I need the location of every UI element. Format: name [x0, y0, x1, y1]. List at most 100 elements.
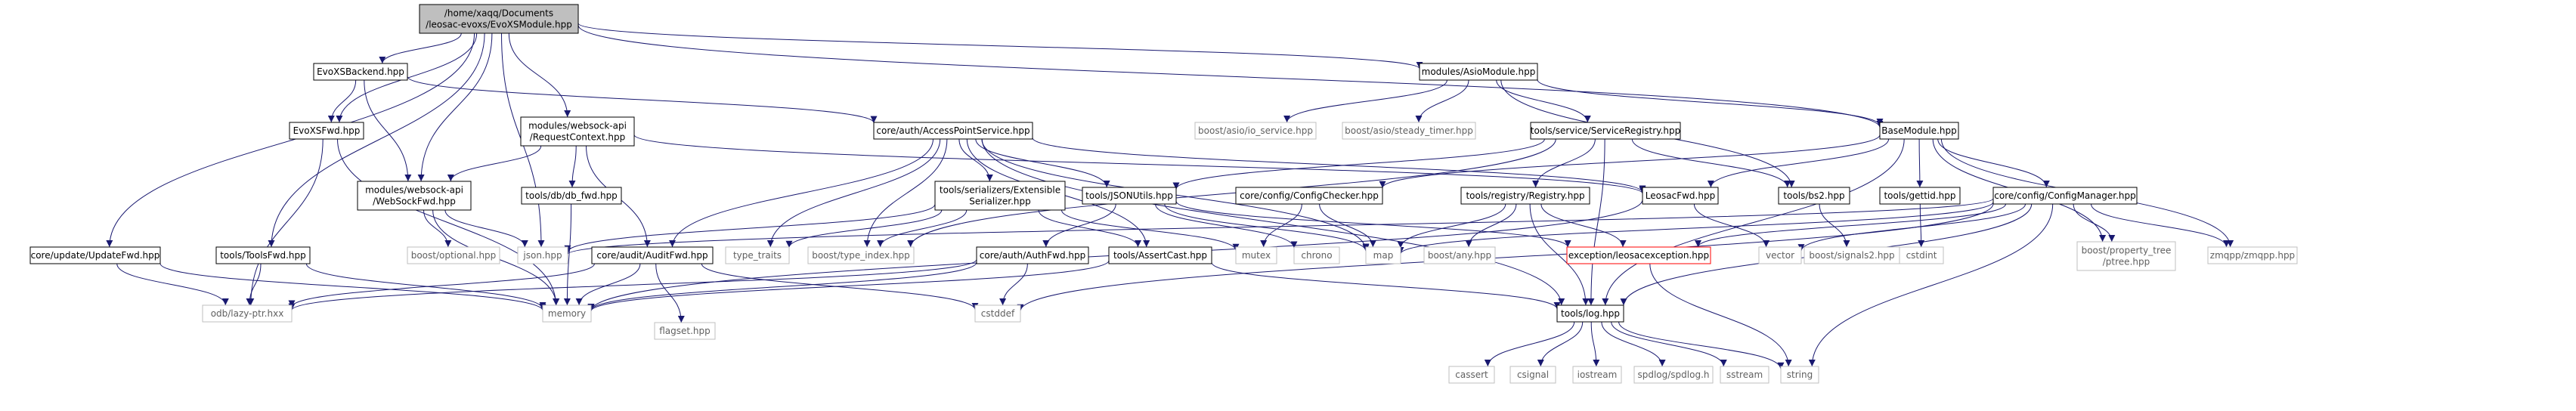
node-label: tools/AssertCast.hpp	[1113, 250, 1207, 261]
node-gettid[interactable]: tools/gettid.hpp	[1879, 187, 1961, 205]
edge-authfwd-to-cstddef	[999, 263, 1028, 306]
node-asiomodule[interactable]: modules/AsioModule.hpp	[1419, 63, 1538, 81]
node-label: tools/log.hpp	[1561, 308, 1620, 319]
node-label: tools/service/ServiceRegistry.hpp	[1531, 125, 1680, 136]
node-auditfwd[interactable]: core/audit/AuditFwd.hpp	[591, 246, 714, 264]
node-label: tools/registry/Registry.hpp	[1466, 190, 1584, 201]
node-label: EvoXSFwd.hpp	[293, 125, 361, 136]
edge-updatefwd-to-memory	[159, 263, 546, 311]
edge-auditfwd-to-odb_lazy_ptr	[288, 263, 595, 307]
node-box	[725, 246, 790, 264]
edge-dbfwd-to-memory	[563, 203, 572, 306]
node-label: vector	[1766, 250, 1794, 261]
node-assertcast[interactable]: tools/AssertCast.hpp	[1108, 246, 1212, 264]
node-configmanager[interactable]: core/config/ConfigManager.hpp	[1992, 187, 2138, 205]
edge-root-to-evoxsbackend	[379, 32, 462, 64]
edge-log-to-iostream	[1590, 321, 1600, 367]
node-websockfwd[interactable]: modules/websock-api/WebSockFwd.hpp	[357, 181, 472, 211]
node-configchecker[interactable]: core/config/ConfigChecker.hpp	[1235, 187, 1383, 205]
node-label: cstddef	[981, 308, 1015, 319]
node-box	[1365, 246, 1401, 264]
edge-jsonutils-to-leosacexception	[1175, 201, 1571, 248]
node-boost_io_service: boost/asio/io_service.hpp	[1194, 122, 1317, 140]
node-box	[313, 63, 408, 81]
node-box	[1194, 122, 1317, 140]
node-basemodule[interactable]: BaseModule.hpp	[1879, 122, 1959, 140]
node-toolsfwd[interactable]: tools/ToolsFwd.hpp	[215, 246, 311, 264]
node-label: modules/websock-api	[365, 185, 463, 196]
node-serviceregistry[interactable]: tools/service/ServiceRegistry.hpp	[1530, 122, 1681, 140]
node-bs2[interactable]: tools/bs2.hpp	[1778, 187, 1850, 205]
edge-extensibleserializer-to-type_traits	[785, 209, 943, 248]
node-box	[1992, 187, 2138, 205]
node-box	[419, 4, 579, 34]
node-box	[1235, 246, 1277, 264]
edge-extensibleserializer-to-boost_type_index	[877, 209, 968, 248]
edge-requestcontext-to-leosacfwd	[633, 134, 1646, 194]
edge-configmanager-to-zmqpp	[2091, 203, 2230, 248]
node-evoxsfwd[interactable]: EvoXSFwd.hpp	[289, 122, 364, 140]
node-flagset: flagset.hpp	[654, 322, 716, 340]
edge-accesspointservice-to-jsonutils	[975, 138, 1110, 188]
node-boost_type_index: boost/type_index.hpp	[807, 246, 915, 264]
node-root[interactable]: /home/xaqq/Documents/leosac-evoxs/EvoXSM…	[419, 4, 579, 34]
node-log[interactable]: tools/log.hpp	[1556, 304, 1624, 323]
edge-accesspointservice-to-extensibleserializer	[958, 138, 993, 182]
node-label: core/config/ConfigManager.hpp	[1994, 190, 2135, 201]
node-box	[1879, 122, 1959, 140]
node-leosacfwd[interactable]: LeosacFwd.hpp	[1642, 187, 1719, 205]
edge-evoxsfwd-to-odb_lazy_ptr	[247, 138, 324, 306]
node-leosacexception[interactable]: exception/leosacexception.hpp	[1566, 246, 1711, 264]
node-spdlog: spdlog/spdlog.h	[1633, 366, 1714, 384]
node-label: boost/signals2.hpp	[1809, 250, 1894, 261]
node-box	[976, 246, 1089, 264]
edge-configmanager-to-boost_ptree	[2073, 203, 2116, 243]
node-label: Serializer.hpp	[969, 196, 1030, 207]
node-box	[654, 322, 716, 340]
node-authfwd[interactable]: core/auth/AuthFwd.hpp	[976, 246, 1089, 264]
node-label: spdlog/spdlog.h	[1637, 369, 1709, 380]
edge-accesspointservice-to-auditfwd	[669, 138, 933, 248]
node-label: flagset.hpp	[659, 326, 711, 336]
node-registry[interactable]: tools/registry/Registry.hpp	[1460, 187, 1590, 205]
node-box	[1633, 366, 1714, 384]
node-label: boost/type_index.hpp	[812, 250, 910, 261]
node-label: iostream	[1577, 369, 1618, 380]
edge-configchecker-to-mutex	[1260, 203, 1302, 248]
node-box	[1572, 366, 1622, 384]
node-label: boost/optional.hpp	[411, 250, 497, 261]
node-label: core/config/ConfigChecker.hpp	[1240, 190, 1379, 201]
node-extensibleserializer[interactable]: tools/serializers/ExtensibleSerializer.h…	[934, 181, 1066, 211]
edge-configmanager-to-map	[1397, 201, 1994, 255]
edge-root-to-basemodule	[577, 25, 1884, 128]
edge-registry-to-leosacexception	[1540, 203, 1627, 248]
node-box	[1556, 304, 1624, 323]
edge-leosacexception-to-string	[1649, 263, 1792, 367]
edge-serviceregistry-to-registry	[1532, 138, 1596, 188]
node-box	[2076, 241, 2176, 271]
node-dbfwd[interactable]: tools/db/db_fwd.hpp	[521, 187, 622, 205]
edge-asiomodule-to-boost_io_service	[1283, 79, 1447, 123]
node-box	[1642, 187, 1719, 205]
node-box	[215, 246, 311, 264]
edge-registry-to-map	[1397, 203, 1506, 249]
node-jsonutils[interactable]: tools/JSONUtils.hpp	[1082, 187, 1177, 205]
node-mutex: mutex	[1235, 246, 1277, 264]
node-requestcontext[interactable]: modules/websock-api/RequestContext.hpp	[520, 116, 635, 147]
node-box	[407, 246, 500, 264]
edge-root-to-asiomodule	[577, 23, 1423, 70]
node-label: tools/bs2.hpp	[1783, 190, 1844, 201]
node-box	[520, 116, 635, 147]
node-box	[1778, 187, 1850, 205]
node-accesspointservice[interactable]: core/auth/AccessPointService.hpp	[873, 122, 1033, 140]
node-box	[521, 187, 622, 205]
node-csignal: csignal	[1509, 366, 1556, 384]
edge-log-to-cassert	[1484, 321, 1575, 367]
edge-serviceregistry-to-log	[1587, 138, 1605, 306]
node-label: mutex	[1242, 250, 1271, 261]
edge-basemodule-to-configchecker	[1379, 134, 1881, 188]
edge-log-to-string	[1618, 321, 1785, 369]
node-vector: vector	[1758, 246, 1802, 264]
node-updatefwd[interactable]: core/update/UpdateFwd.hpp	[29, 246, 161, 264]
node-evoxsbackend[interactable]: EvoXSBackend.hpp	[313, 63, 408, 81]
